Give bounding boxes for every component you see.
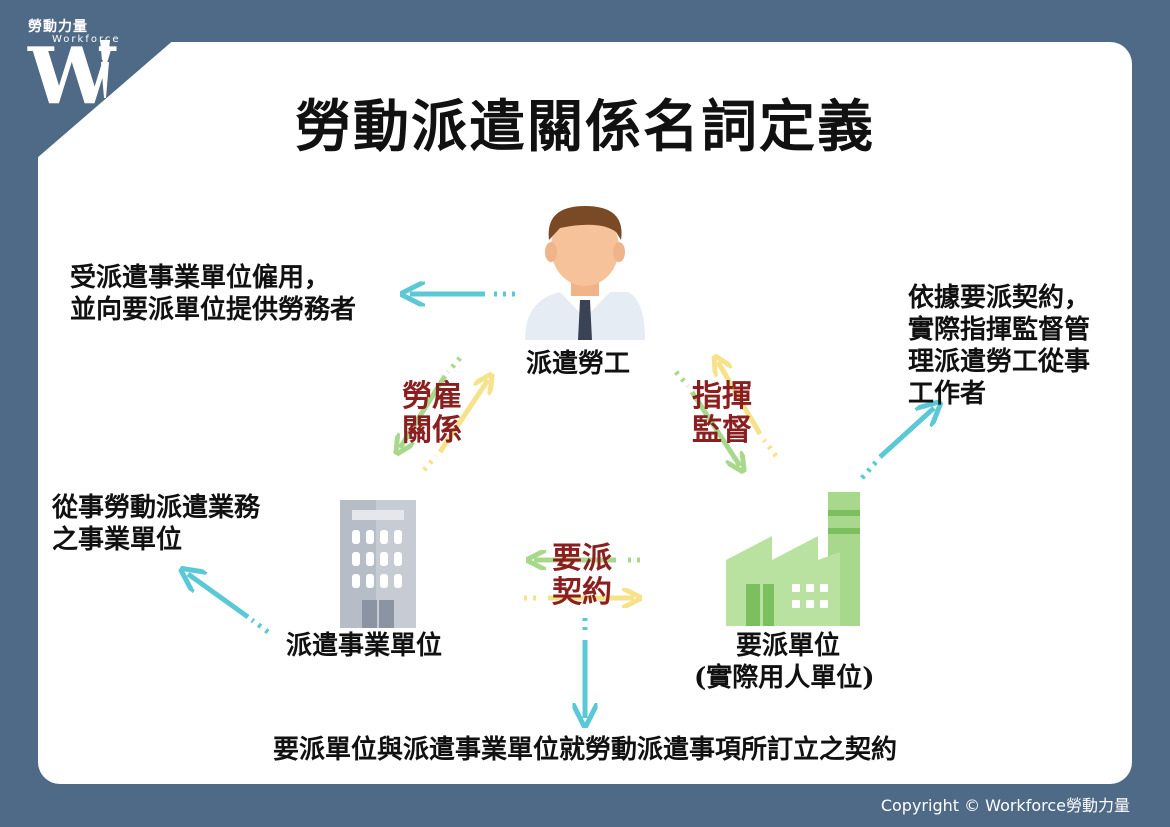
contract-relation-label: 要派 契約: [552, 541, 612, 610]
brand-mark: W: [28, 31, 116, 122]
dispatch-agency-definition: 從事勞動派遣業務 之事業單位: [52, 493, 261, 555]
brand-name-cn: 勞動力量: [28, 19, 88, 35]
brand-name-en: Workforce: [52, 34, 121, 45]
page-title: 勞動派遣關係名詞定義: [295, 94, 875, 160]
corner-decoration: [0, 0, 220, 190]
supervision-arrows: [674, 362, 778, 466]
worker-person-icon: [525, 206, 645, 340]
contract-definition: 要派單位與派遣事業單位就勞動派遣事項所訂立之契約: [272, 735, 897, 765]
employment-arrows: [400, 356, 488, 472]
factory-icon: [726, 492, 860, 626]
dispatch-agency-label: 派遣事業單位: [286, 631, 443, 661]
employment-relation-label: 勞雇 關係: [402, 379, 462, 448]
worker-definition: 受派遣事業單位僱用， 並向要派單位提供勞務者: [70, 263, 357, 325]
contract-arrows: [524, 560, 640, 598]
copyright-notice: Copyright © Workforce勞動力量: [880, 796, 1130, 815]
office-building-icon: [340, 500, 416, 628]
supervision-relation-label: 指揮 監督: [692, 379, 752, 448]
user-entity-label: 要派單位: [736, 631, 841, 661]
worker-label: 派遣勞工: [526, 349, 631, 379]
definition-arrow-user: [860, 408, 934, 480]
brush-icon: [100, 40, 110, 98]
user-entity-sublabel: (實際用人單位): [694, 663, 875, 693]
definition-arrow-agency: [188, 574, 270, 634]
user-entity-definition: 依據要派契約， 實際指揮監督管 理派遣勞工從事 工作者: [908, 283, 1091, 409]
